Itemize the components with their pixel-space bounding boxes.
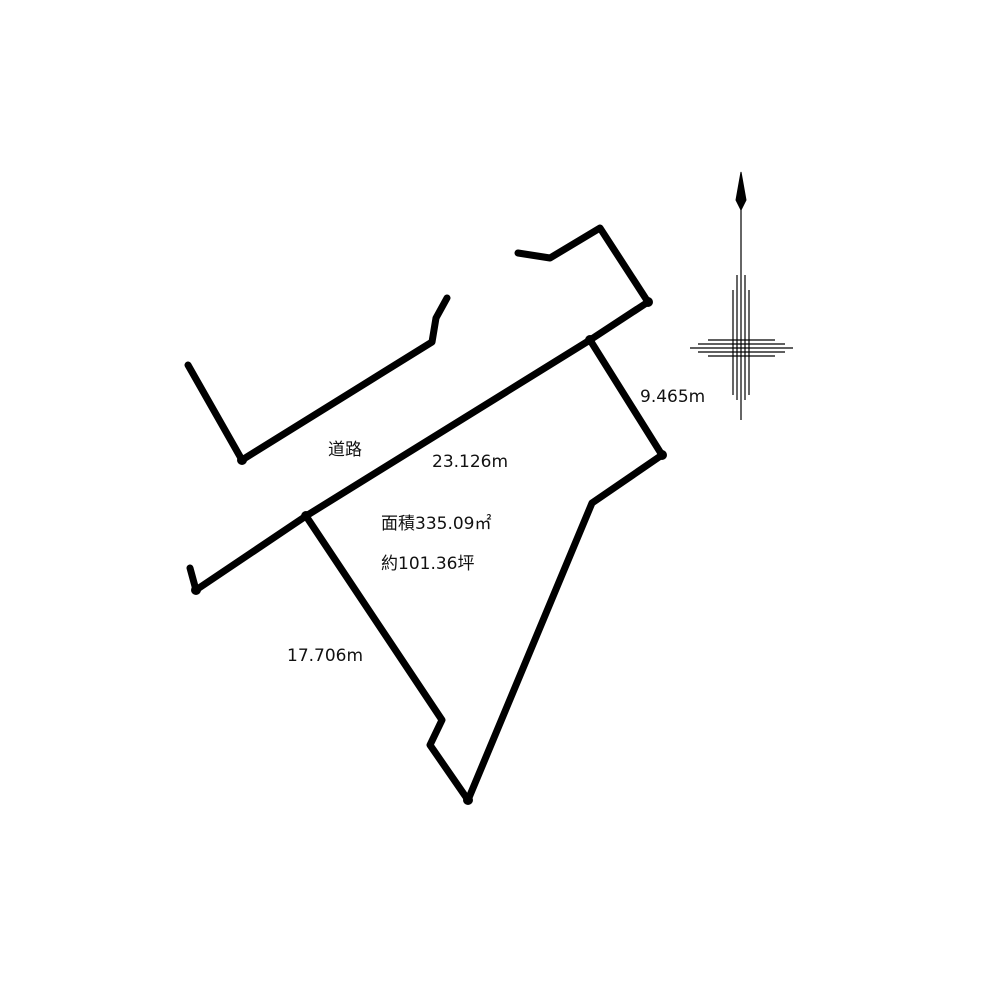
north-arrow-icon [690, 171, 793, 420]
right-dimension-label: 9.465m [640, 387, 706, 407]
road-upper-edge-left [184, 294, 451, 464]
road-lower-edge [186, 336, 594, 594]
area-tsubo-label: 約101.36坪 [381, 554, 475, 574]
road-upper-edge-right [514, 224, 652, 344]
left-dimension-label: 17.706m [287, 646, 364, 666]
front-dimension-label: 23.126m [432, 452, 509, 472]
boundary-corner-markers [191, 297, 667, 805]
area-sqm-label: 面積335.09㎡ [381, 514, 492, 534]
road-label: 道路 [328, 440, 362, 460]
